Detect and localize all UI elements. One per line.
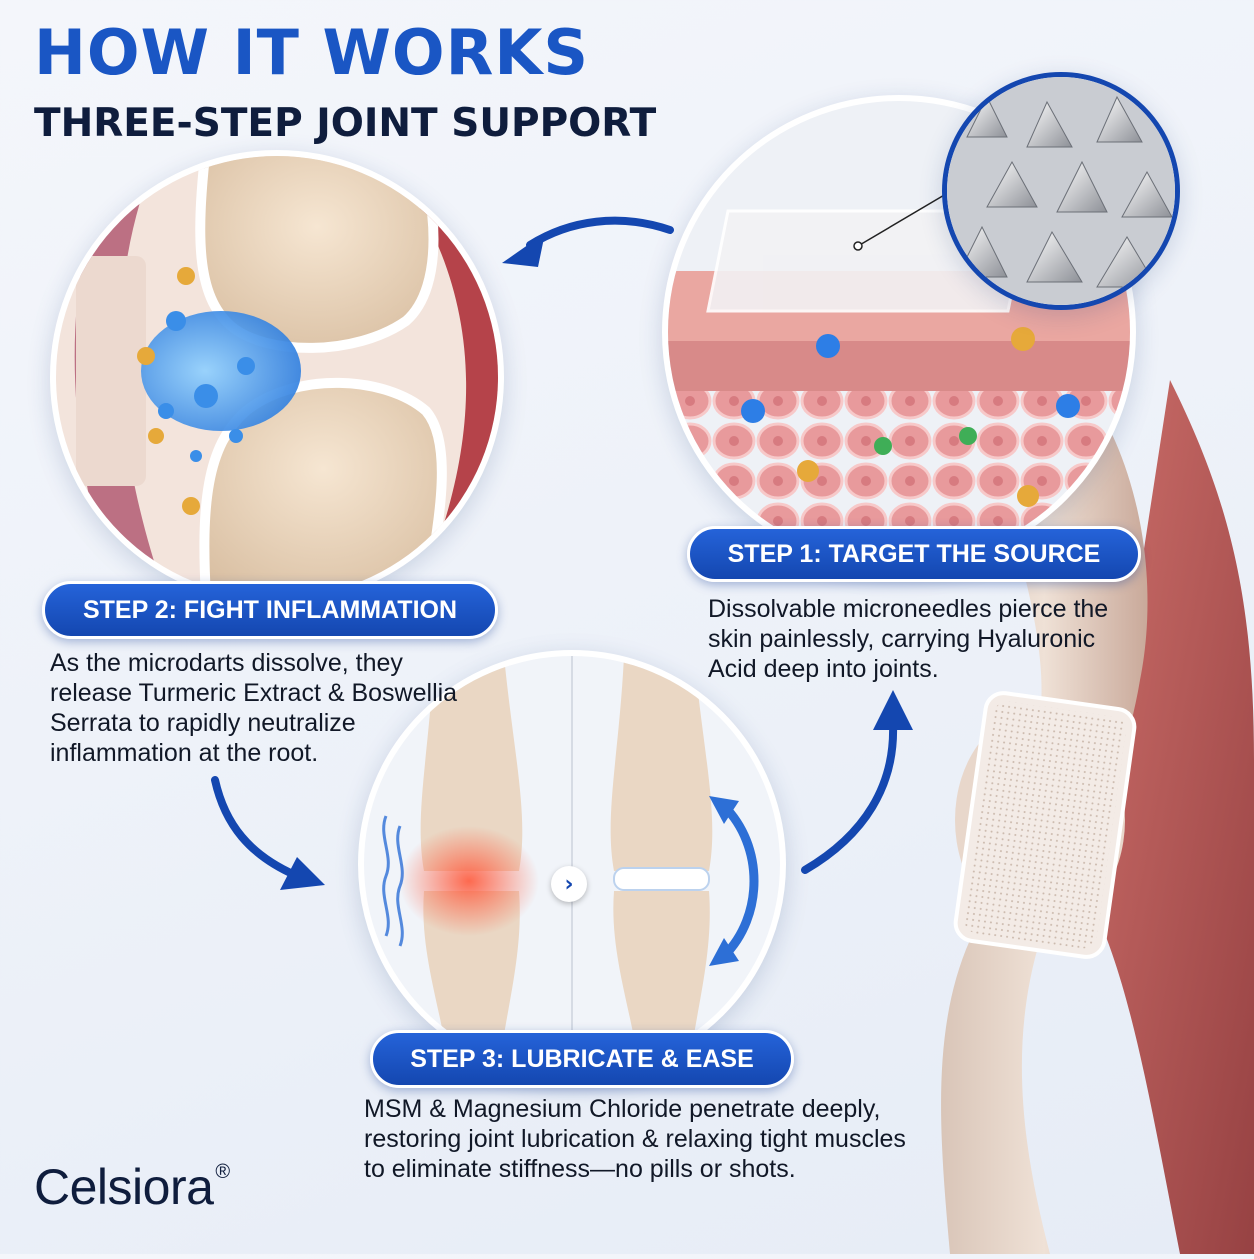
brand-logo: Celsiora® bbox=[34, 1158, 230, 1216]
step2-joint-illustration bbox=[50, 150, 504, 604]
step3-description: MSM & Magnesium Chloride penetrate deepl… bbox=[364, 1095, 906, 1183]
curved-arrow-icon bbox=[211, 776, 325, 890]
microneedle-zoom-illustration bbox=[942, 72, 1180, 310]
curved-arrow-icon bbox=[502, 216, 674, 267]
step2-description: As the microdarts dissolve, they release… bbox=[50, 649, 458, 767]
step1-description: Dissolvable microneedles pierce the skin… bbox=[708, 595, 1109, 683]
step3-label: STEP 3: LUBRICATE & EASE bbox=[370, 1030, 794, 1088]
page-subtitle: THREE-STEP JOINT SUPPORT bbox=[34, 101, 657, 146]
step2-label: STEP 2: FIGHT INFLAMMATION bbox=[42, 581, 498, 639]
step1-label: STEP 1: TARGET THE SOURCE bbox=[687, 526, 1141, 582]
leg-with-patch-illustration bbox=[930, 380, 1254, 1254]
brand-name: Celsiora bbox=[34, 1159, 214, 1215]
step3-knee-compare-illustration: › bbox=[358, 650, 786, 1078]
curved-arrow-icon bbox=[801, 690, 913, 874]
brand-mark: ® bbox=[215, 1161, 230, 1183]
chevron-right-icon: › bbox=[551, 866, 587, 902]
page-title: HOW IT WORKS bbox=[34, 16, 590, 89]
